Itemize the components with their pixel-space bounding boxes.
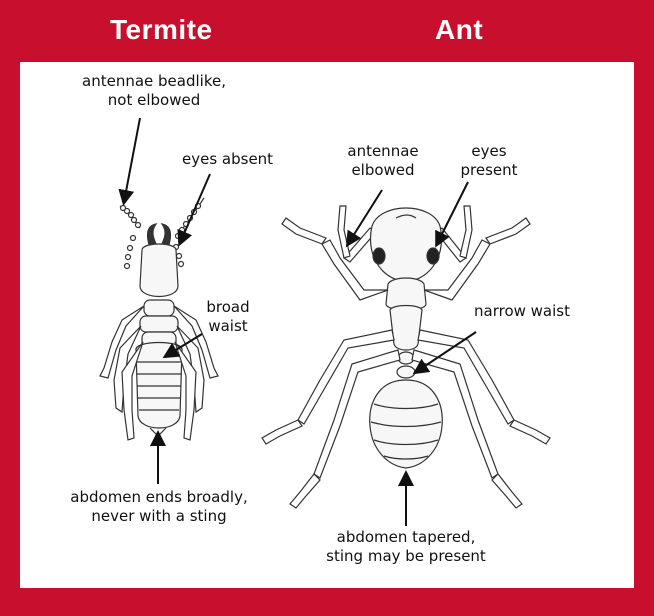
termite-waist-label: broad waist — [198, 298, 258, 336]
ant-left-eye — [373, 248, 385, 264]
ant-eyes-label: eyes present — [452, 142, 526, 180]
ant-head — [370, 208, 441, 282]
ant-waist-label: narrow waist — [474, 302, 570, 321]
ant-petiole — [398, 352, 414, 364]
ant-abdomen-label: abdomen tapered, sting may be present — [308, 528, 504, 566]
ant-antennae-label: antennae elbowed — [338, 142, 428, 180]
termite-antennae-label: antennae beadlike, not elbowed — [70, 72, 238, 110]
termite-abdomen-label: abdomen ends broadly, never with a sting — [44, 488, 274, 526]
termite-head — [140, 244, 178, 297]
termite-abdomen — [136, 343, 182, 429]
termite-eyes-label: eyes absent — [182, 150, 273, 169]
ant-illustration — [262, 206, 550, 508]
ant-right-eye — [427, 248, 439, 264]
